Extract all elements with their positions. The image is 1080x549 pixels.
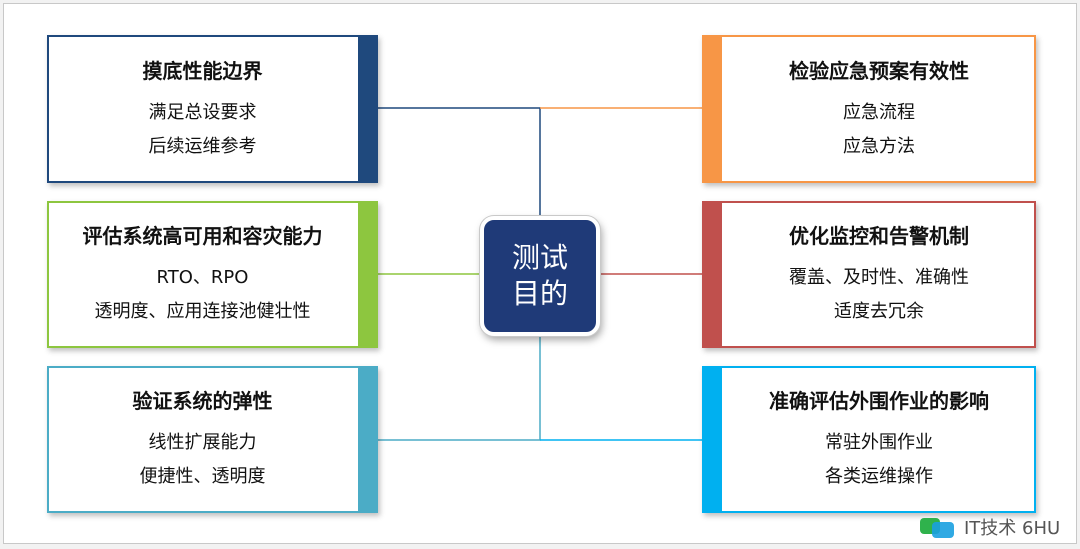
card-c1-item-2: 后续运维参考 [148,135,257,157]
watermark: IT技术 6HU [920,512,1060,542]
card-c2-item-1: RTO、RPO [156,267,249,288]
card-c1: 摸底性能边界 满足总设要求 后续运维参考 [47,35,378,183]
wechat-icon [920,516,956,538]
card-c4-item-1: 应急流程 [843,101,915,123]
card-c6-item-2: 各类运维操作 [825,466,933,487]
card-c3-item-2: 便捷性、透明度 [139,466,266,487]
card-c2: 评估系统高可用和容灾能力 RTO、RPO 透明度、应用连接池健壮性 [47,201,378,348]
card-c1-accent-bar [358,35,378,183]
card-c5-item-2: 适度去冗余 [834,301,924,322]
card-c5-accent-bar [702,201,722,348]
watermark-text: IT技术 6HU [964,518,1061,539]
card-c4-accent-bar [702,35,722,183]
card-c1-title: 摸底性能边界 [142,58,263,83]
card-c4-item-2: 应急方法 [843,135,915,157]
card-c2-accent-bar [358,201,378,348]
card-c5: 优化监控和告警机制 覆盖、及时性、准确性 适度去冗余 [702,201,1036,348]
card-c3-title: 验证系统的弹性 [132,389,273,413]
connector-c1 [378,107,541,216]
card-c2-item-2: 透明度、应用连接池健壮性 [94,301,311,322]
center-label-line-1: 测试 [511,241,568,274]
card-c5-item-1: 覆盖、及时性、准确性 [789,267,969,288]
card-c1-item-1: 满足总设要求 [148,101,257,123]
card-c5-title: 优化监控和告警机制 [789,224,969,248]
connector-c3 [378,336,541,441]
center-label-line-2: 目的 [511,277,568,310]
center-node: 测试 目的 [480,216,600,336]
card-c6-title: 准确评估外围作业的影响 [769,389,989,413]
card-c3-accent-bar [358,366,378,513]
card-c4-title: 检验应急预案有效性 [789,58,969,83]
card-c6: 准确评估外围作业的影响 常驻外围作业 各类运维操作 [702,366,1036,513]
card-c3-item-1: 线性扩展能力 [148,432,257,453]
card-c4: 检验应急预案有效性 应急流程 应急方法 [702,35,1036,183]
card-c6-accent-bar [702,366,722,513]
card-c2-title: 评估系统高可用和容灾能力 [82,224,323,248]
card-c6-item-1: 常驻外围作业 [825,432,933,453]
card-c3: 验证系统的弹性 线性扩展能力 便捷性、透明度 [47,366,378,513]
